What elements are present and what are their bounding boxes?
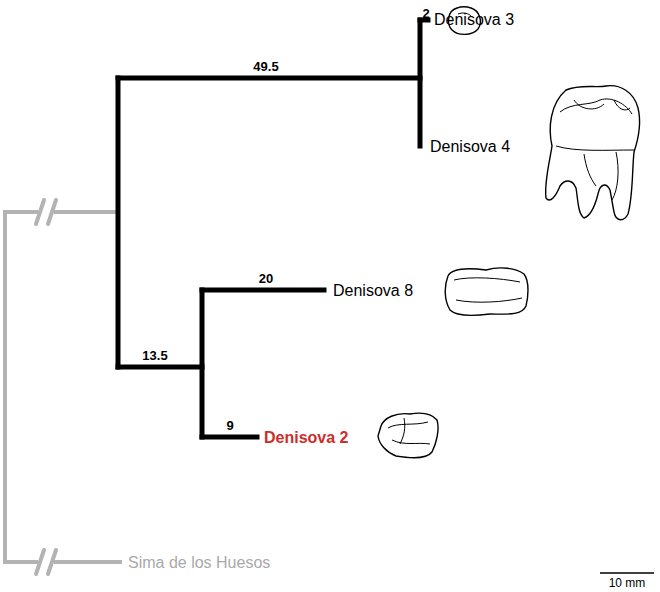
branch-length: 9 xyxy=(226,419,233,432)
taxon-label: Denisova 4 xyxy=(430,139,510,155)
scale-label: 10 mm xyxy=(609,577,646,589)
tooth-drawings xyxy=(378,7,640,458)
tree-branches xyxy=(118,20,428,437)
outgroup-label: Sima de los Huesos xyxy=(128,555,270,571)
branch-length: 49.5 xyxy=(253,60,278,73)
denisova2-molar xyxy=(378,413,438,458)
denisova8-molar xyxy=(445,268,528,315)
branch-length: 13.5 xyxy=(142,349,167,362)
branch-length: 2 xyxy=(422,7,429,20)
taxon-label: Denisova 2 xyxy=(264,430,348,446)
branch-length: 20 xyxy=(259,272,273,285)
outgroup-branches xyxy=(3,210,122,564)
break-marks xyxy=(36,200,56,574)
denisova4-molar xyxy=(546,86,640,220)
taxon-label: Denisova 3 xyxy=(434,12,514,28)
taxon-label: Denisova 8 xyxy=(333,283,413,299)
scale-bar xyxy=(600,572,654,574)
